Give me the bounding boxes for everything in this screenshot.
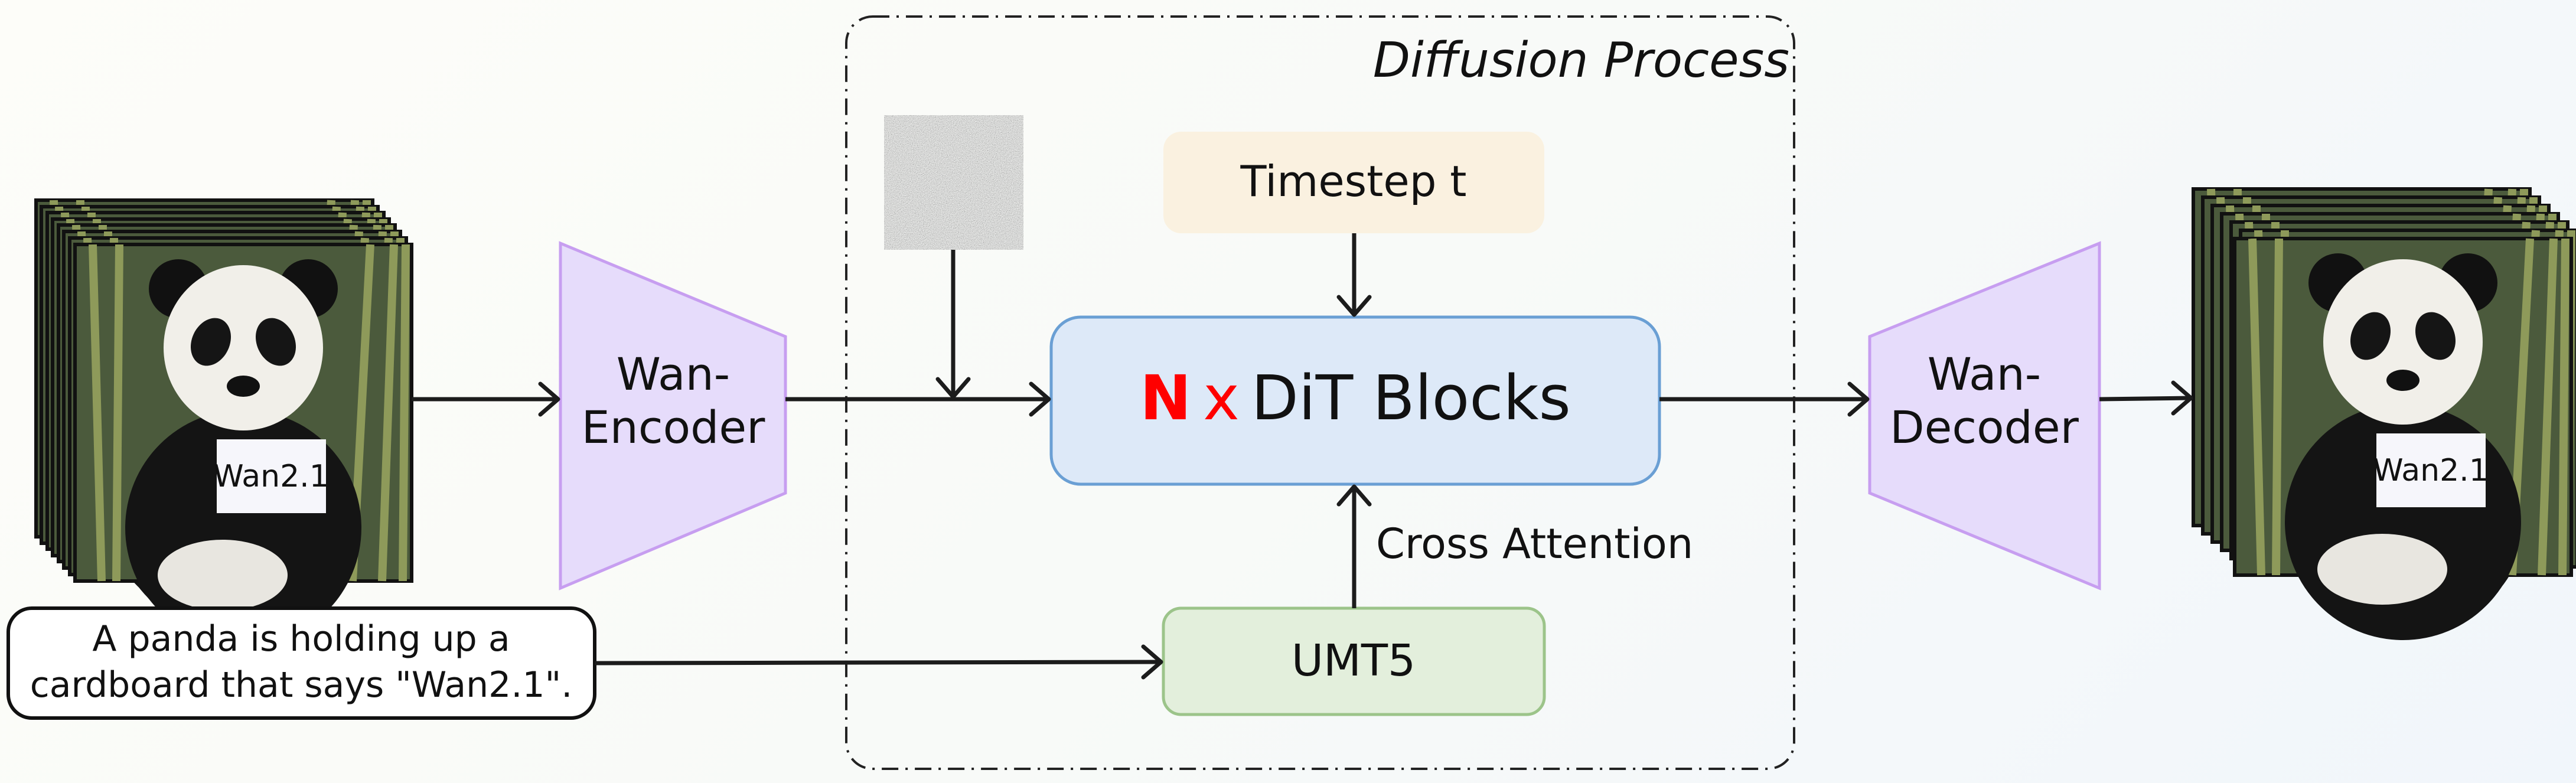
- diffusion-process-region: [845, 15, 1795, 770]
- umt5-label: UMT5: [1292, 635, 1416, 686]
- dit-blocks-text: DiT Blocks: [1251, 362, 1571, 434]
- encoder-label-line1: Wan-: [617, 348, 730, 400]
- prompt-line1: A panda is holding up a: [92, 618, 510, 660]
- encoder-label-line2: Encoder: [582, 401, 765, 454]
- wan-encoder: [559, 241, 787, 590]
- wan-decoder: [1868, 241, 2101, 590]
- diffusion-process-title: Diffusion Process: [1373, 32, 1789, 89]
- cross-attention-label: Cross Attention: [1376, 520, 1693, 568]
- timestep-box: [1163, 132, 1544, 233]
- input-video-frames: [36, 200, 412, 646]
- input-image-sign-text: Wan2.1: [213, 459, 329, 494]
- decoder-label-line1: Wan-: [1928, 348, 2041, 400]
- arrows: [412, 233, 2193, 680]
- times-sign: x: [1203, 362, 1240, 434]
- n-count: N: [1140, 362, 1191, 434]
- decoder-label-line2: Decoder: [1890, 401, 2079, 454]
- noise-image: [884, 115, 1023, 250]
- timestep-label: Timestep t: [1240, 156, 1466, 206]
- output-video-frames: [2193, 189, 2576, 640]
- output-image-sign-text: Wan2.1: [2373, 453, 2489, 488]
- prompt-line2: cardboard that says "Wan2.1".: [30, 664, 573, 706]
